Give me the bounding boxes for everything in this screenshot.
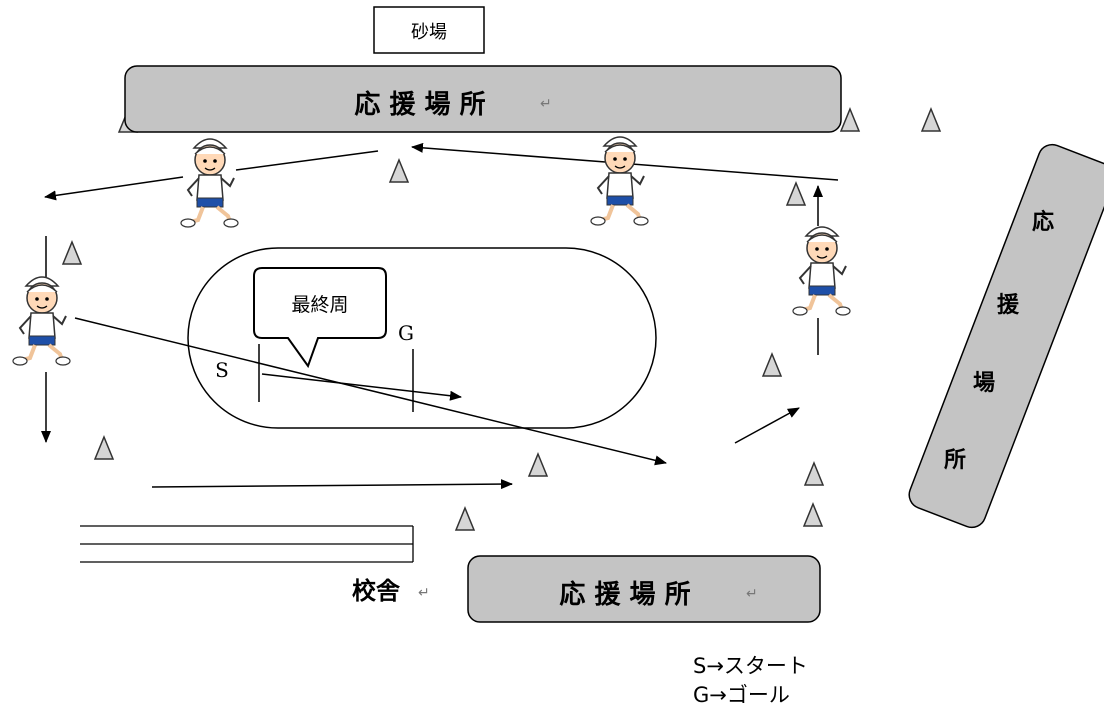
cheer-area-right-char-2: 援 <box>997 293 1020 318</box>
cheer-area-top <box>124 65 842 133</box>
cheer-area-bottom <box>467 555 821 623</box>
cheer-area-right-char-1: 応 <box>1032 209 1054 235</box>
cone-triangle-icon <box>528 453 548 477</box>
goal-mark: G <box>398 321 414 345</box>
running-child-icon <box>791 225 852 317</box>
cheer-area-bottom-label: 応 援 場 所 <box>559 579 690 610</box>
cone-triangle-icon <box>389 159 409 183</box>
cone-triangle-icon <box>94 436 114 460</box>
cone-triangle-icon <box>840 108 860 132</box>
legend-goal: G→ゴール <box>693 683 790 707</box>
cone-triangle-icon <box>804 462 824 486</box>
running-child-icon <box>11 275 72 367</box>
sandpit-box <box>373 6 485 54</box>
legend-start: S→スタート <box>693 654 808 678</box>
running-child-icon <box>589 135 650 227</box>
school-building-lines <box>80 525 414 563</box>
school-building-label: 校舎 <box>352 577 401 605</box>
sandpit-label: 砂場 <box>411 22 447 43</box>
start-mark: S <box>215 358 229 382</box>
cone-triangle-icon <box>455 507 475 531</box>
cone-triangle-icon <box>921 108 941 132</box>
final-lap-label: 最終周 <box>291 294 348 316</box>
running-child-icon <box>179 137 240 229</box>
cheer-area-right <box>908 143 1104 529</box>
cone-triangle-icon <box>803 503 823 527</box>
school-building-return-mark: ↵ <box>418 585 430 601</box>
cheer-area-bottom-return-mark: ↵ <box>746 586 758 602</box>
cheer-area-right-char-3: 場 <box>973 371 995 396</box>
cone-triangle-icon <box>62 241 82 265</box>
cone-triangle-icon <box>762 353 782 377</box>
cheer-area-top-label: 応 援 場 所 <box>354 89 485 120</box>
cone-triangle-icon <box>786 182 806 206</box>
final-lap-bubble <box>253 267 387 369</box>
track-oval <box>187 247 657 429</box>
cheer-area-top-return-mark: ↵ <box>540 96 552 112</box>
cheer-area-right-char-4: 所 <box>944 448 966 473</box>
course-arrows <box>41 142 839 490</box>
